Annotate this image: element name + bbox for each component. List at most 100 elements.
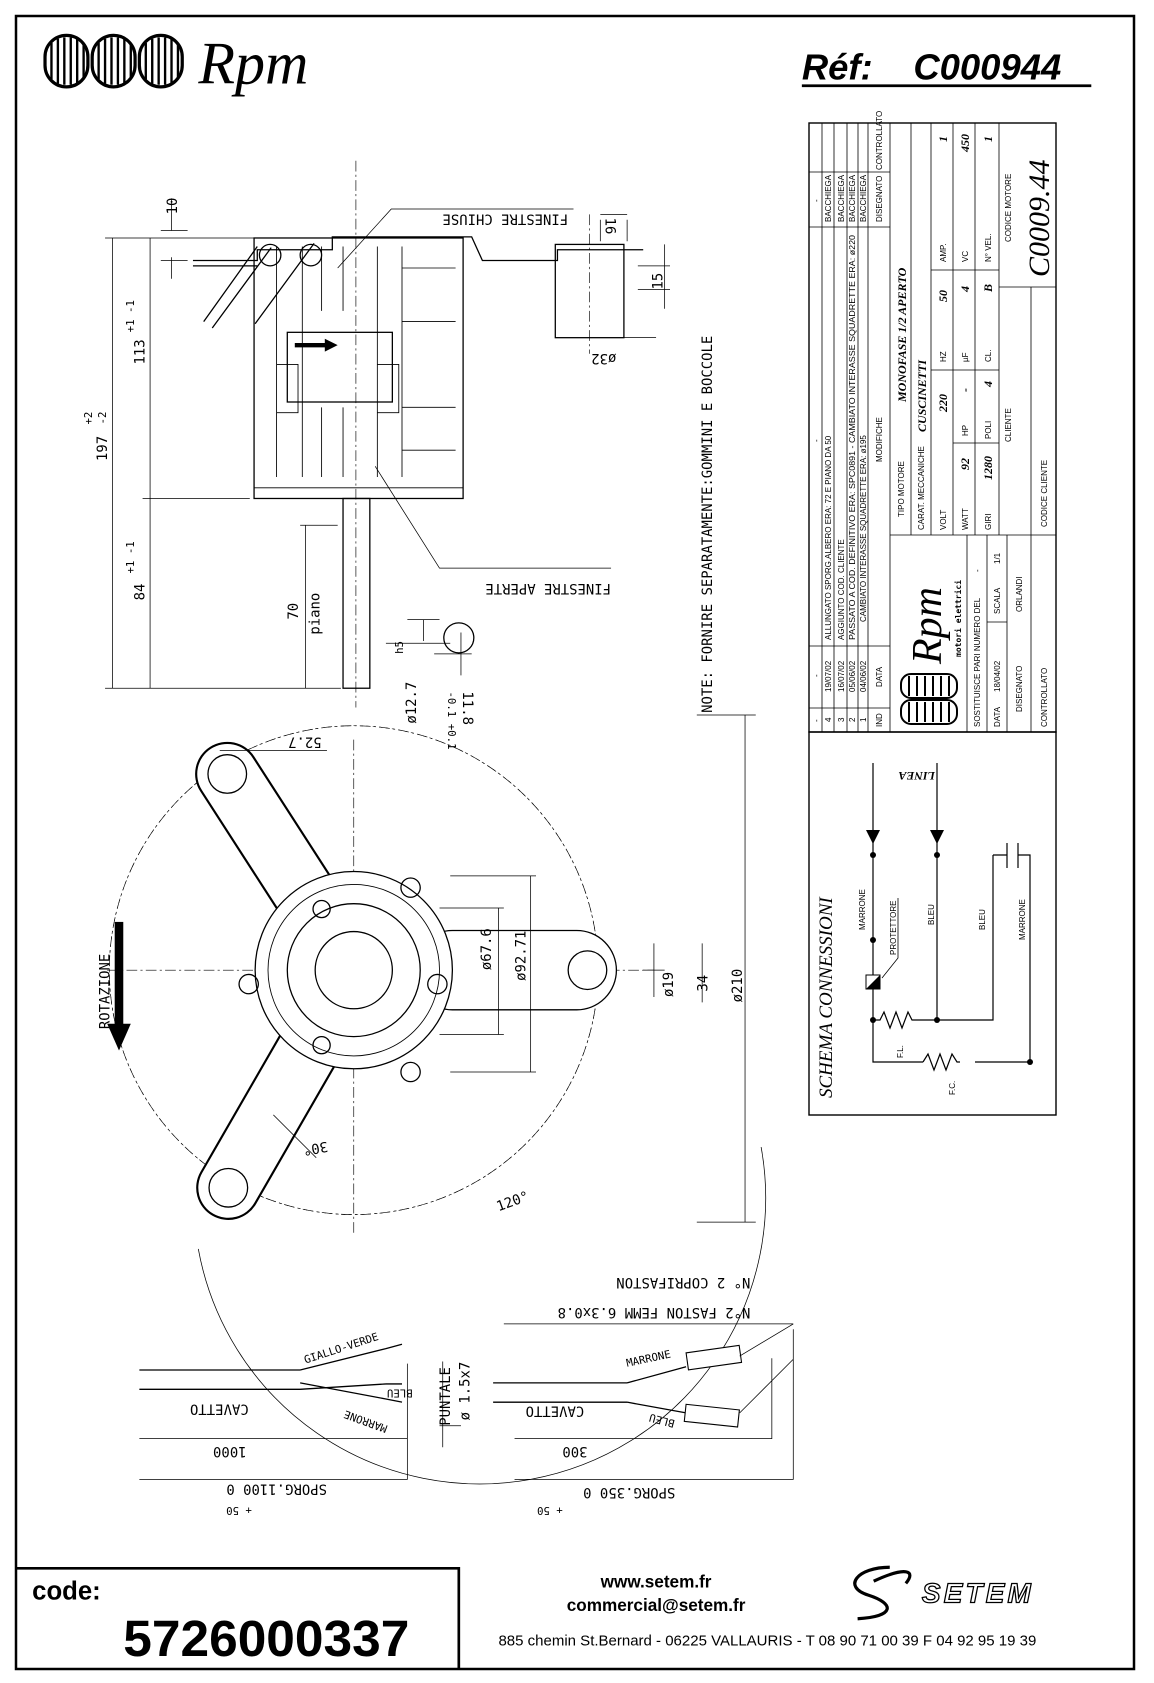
rev-header-drawn: DISEGNATO bbox=[875, 176, 884, 222]
terminal-size: ø 1.5x7 bbox=[458, 1362, 474, 1421]
rev-header-ind: IND bbox=[875, 713, 884, 727]
motor-code: C0009.44 bbox=[1023, 159, 1056, 277]
dim-210: ø210 bbox=[730, 969, 746, 1003]
motor-code-label: CODICE MOTORE bbox=[1004, 174, 1013, 242]
client-label: CLIENTE bbox=[1004, 408, 1013, 442]
rotation-label: ROTAZIONE bbox=[97, 954, 113, 1029]
rev-date: - bbox=[812, 674, 821, 677]
rev-ind: 2 bbox=[848, 717, 857, 722]
cable-right: CAVETTO MARRONE BLEU 300 SPORG.350 0 + 5… bbox=[493, 1274, 794, 1517]
rev-desc: CAMBIATO INTERASSE SQUADRETTE ERA: ø195 bbox=[859, 435, 868, 622]
angle-120: 120° bbox=[494, 1189, 531, 1216]
rev-date: 05/06/02 bbox=[848, 660, 857, 692]
reference: Réf: C000944 bbox=[802, 46, 1092, 87]
angle-30: 30° bbox=[301, 1138, 329, 1158]
rev-drawn: - bbox=[812, 199, 821, 202]
dim-body: 113 bbox=[133, 339, 149, 364]
left-brown-label: MARRONE bbox=[342, 1407, 389, 1435]
dim-total: 197 bbox=[95, 436, 111, 461]
rev-ind: 4 bbox=[824, 717, 833, 722]
terminal-label: PUNTALE bbox=[438, 1367, 454, 1426]
product-code: 5726000337 bbox=[123, 1609, 409, 1667]
shaft-dia: ø12.7 bbox=[404, 682, 420, 724]
rev-ind: 1 bbox=[859, 717, 868, 722]
blue-label-2: BLEU bbox=[978, 909, 987, 930]
drawing-note: NOTE: FORNIRE SEPARATAMENTE:GOMMINI E BO… bbox=[700, 336, 716, 713]
watt-label: WATT bbox=[961, 508, 970, 530]
dim-flat: 70 bbox=[286, 603, 302, 620]
footer-website[interactable]: www.setem.fr bbox=[600, 1572, 712, 1592]
faston-label: N°2 FASTON FEMM 6.3x0.8 bbox=[558, 1304, 751, 1320]
rev-date: 19/07/02 bbox=[824, 660, 833, 692]
revision-row: 4 19/07/02 ALLUNGATO SPORG.ALBERO ERA: 7… bbox=[824, 174, 833, 722]
title-logo-sub: motori elettrici bbox=[953, 580, 963, 657]
dim-19: ø19 bbox=[661, 972, 677, 997]
speeds-value: 1 bbox=[981, 136, 995, 142]
ref-label: Réf: bbox=[802, 46, 873, 87]
replaces-value: - bbox=[973, 569, 982, 572]
rev-drawn: BACCHIEGA bbox=[859, 174, 868, 222]
protector-icon bbox=[865, 898, 899, 990]
motor-side-view: 197 +2 -2 113 +1 -1 84 +1 -1 70 piano 10… bbox=[82, 160, 671, 750]
rev-desc: PASSATO A COD. DEFINITIVO ERA: SPC0891 -… bbox=[848, 234, 857, 640]
rev-date: 04/06/02 bbox=[859, 660, 868, 692]
vc-label: VC bbox=[961, 251, 970, 262]
rev-desc: AGGIUNTO COD. CLIENTE bbox=[837, 539, 846, 640]
right-blue-label: BLEU bbox=[648, 1411, 676, 1430]
faston-cover-label: N° 2 COPRIFASTON bbox=[616, 1274, 750, 1290]
mech-label: CARAT. MECCANICHE bbox=[917, 446, 926, 530]
dim-52-7: 52.7 bbox=[288, 734, 322, 750]
revision-table: - - - - 4 19/07/02 ALLUNGATO SPORG.ALBER… bbox=[812, 111, 884, 727]
mech-value: CUSCINETTI bbox=[915, 359, 929, 432]
rev-drawn: BACCHIEGA bbox=[837, 174, 846, 222]
date-label: DATA bbox=[993, 706, 1002, 727]
right-cable-label: CAVETTO bbox=[526, 1402, 585, 1418]
class-label: CL. bbox=[984, 350, 993, 362]
volt-value: 220 bbox=[936, 394, 950, 413]
brown-label-1: MARRONE bbox=[858, 889, 867, 930]
dim-10: 10 bbox=[165, 198, 181, 215]
schema-title: SCHEMA CONNESSIONI bbox=[816, 896, 837, 1098]
rev-date: 16/07/02 bbox=[837, 660, 846, 692]
footer-address: 885 chemin St.Bernard - 06225 VALLAURIS … bbox=[498, 1633, 1036, 1650]
scale-value: 1/1 bbox=[993, 552, 1002, 564]
blue-label-1: BLEU bbox=[927, 904, 936, 925]
closed-windows-label: FINESTRE CHIUSE bbox=[442, 210, 568, 226]
rev-header-changes: MODIFICHE bbox=[875, 417, 884, 462]
replaces-label: SOSTITUISCE PARI NUMERO DEL bbox=[973, 597, 982, 727]
rev-desc: - bbox=[812, 439, 821, 442]
revision-row: 2 05/06/02 PASSATO A COD. DEFINITIVO ERA… bbox=[848, 174, 857, 722]
flat-width: 11.8 bbox=[459, 691, 475, 725]
footer: code: 5726000337 www.setem.fr commercial… bbox=[16, 1565, 1036, 1670]
right-protrusion-tol: + 50 bbox=[537, 1504, 563, 1517]
ref-code: C000944 bbox=[913, 46, 1061, 87]
line-label: LINEA bbox=[898, 769, 936, 783]
rev-ind: 3 bbox=[837, 717, 846, 722]
dim-34: 34 bbox=[696, 975, 712, 992]
left-green-label: GIALLO-VERDE bbox=[302, 1330, 380, 1366]
right-brown-label: MARRONE bbox=[625, 1348, 672, 1370]
right-protrusion: SPORG.350 0 bbox=[583, 1484, 675, 1500]
fc-label: F.C. bbox=[948, 1081, 957, 1095]
uf-value: 4 bbox=[958, 286, 972, 293]
rpm-label: GIRI bbox=[984, 514, 993, 530]
line-arrow-icon bbox=[866, 830, 944, 844]
title-logo-brand: Rpm bbox=[905, 587, 951, 665]
open-windows-label: FINESTRE APERTE bbox=[485, 580, 611, 596]
left-length: 1000 bbox=[213, 1443, 247, 1459]
footer-email[interactable]: commercial@setem.fr bbox=[567, 1595, 746, 1615]
shaft-fit: h5 bbox=[393, 641, 406, 654]
coil-icon bbox=[43, 33, 184, 89]
motor-type: MONOFASE 1/2 APERTO bbox=[895, 267, 909, 403]
left-protrusion-tol: + 50 bbox=[226, 1504, 252, 1517]
setem-wordmark: SETEM bbox=[922, 1578, 1034, 1609]
drawn-label: DISEGNATO bbox=[1015, 666, 1024, 712]
connection-schema: LINEA MARRONE PROTETTORE BLEU BLEU MARRO… bbox=[808, 731, 1057, 1116]
dim-16: 16 bbox=[602, 218, 618, 235]
rotation-arrow-icon bbox=[107, 921, 131, 1051]
drawn-value: ORLANDI bbox=[1015, 576, 1024, 612]
rev-header-date: DATA bbox=[875, 666, 884, 687]
rpm-brand: Rpm bbox=[197, 31, 308, 97]
left-cable-label: CAVETTO bbox=[190, 1400, 249, 1416]
